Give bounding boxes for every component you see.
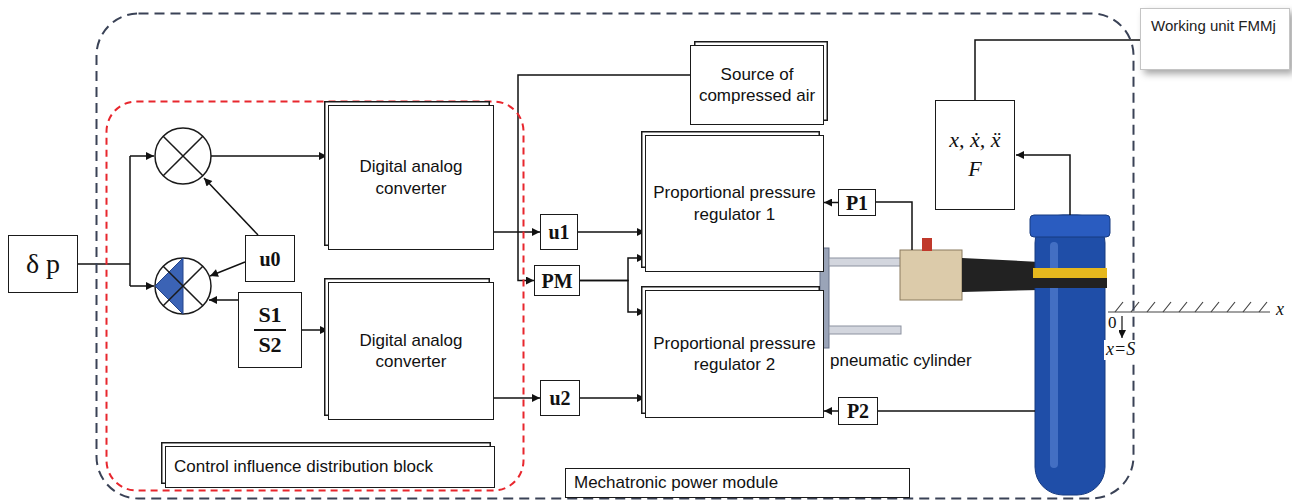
motion-wire: [1016, 155, 1070, 215]
region-title: Mechatronic power module: [574, 472, 778, 493]
box-label: Proportional pressure regulator 2: [652, 333, 817, 376]
converter-box: Digital analog converter: [328, 282, 494, 420]
signal-wire: [129, 156, 131, 286]
pressure-wire: [878, 410, 1035, 412]
signal-wire: [210, 262, 245, 276]
signal-box: PM: [534, 265, 580, 296]
input-signal-box: δ p: [8, 235, 78, 293]
box-label: Source of compressed air: [697, 64, 817, 107]
ratio-term: S1: [254, 303, 285, 331]
regulator-box: Proportional pressure regulator 1: [645, 135, 824, 272]
guide-rod: [829, 326, 901, 334]
regulator-box: Proportional pressure regulator 2: [645, 290, 824, 418]
dashed-border: [107, 102, 524, 491]
signal-box: P2: [838, 397, 878, 425]
cylinder-block: [900, 250, 962, 300]
gripper-band: [1033, 268, 1107, 278]
signal-box: P1: [838, 189, 876, 216]
signal-name: u1: [548, 221, 569, 243]
signal-box: u0: [245, 235, 295, 282]
guide-rod: [829, 258, 901, 266]
gripped-tube: [1035, 215, 1105, 495]
signal-name: δ p: [26, 249, 60, 280]
signal-wire: [209, 299, 238, 301]
connector: [975, 40, 1140, 100]
signal-name: PM: [541, 270, 572, 292]
region-label-frame: Control influence distribution block: [165, 446, 495, 488]
tube-rim: [1030, 215, 1110, 237]
position-axis: [1108, 302, 1270, 338]
cylinder-fitting: [922, 238, 932, 251]
pressure-wire: [876, 202, 912, 250]
signal-name: u2: [549, 387, 570, 409]
connector: [580, 258, 645, 281]
part-label: pneumatic cylinder: [828, 350, 974, 371]
pneumatic-cylinder-illustration: [820, 215, 1110, 495]
signal-wire: [211, 155, 327, 157]
connector: [302, 329, 328, 331]
signal-wire: [78, 263, 130, 265]
box-label: Digital analog converter: [335, 330, 487, 373]
axis-hatching: [1115, 302, 1267, 312]
region-title: Control influence distribution block: [174, 456, 433, 477]
power-module-region: Mechatronic power module Control influenc…: [95, 12, 1135, 500]
dashed-border: [97, 14, 1134, 499]
signal-name: u0: [259, 248, 280, 270]
box-label: Working unit FMMj: [1151, 17, 1276, 36]
state-variable: F: [968, 155, 981, 184]
connector: [824, 202, 838, 204]
box-label: Proportional pressure regulator 1: [652, 182, 817, 225]
axis-arrow: [1121, 316, 1122, 338]
converter-box: Digital analog converter: [328, 105, 494, 250]
gripper-band: [1033, 278, 1107, 288]
ratio-term: S2: [258, 333, 281, 357]
multiplier-circle: [155, 258, 211, 314]
connector: [494, 231, 540, 233]
connector: [494, 397, 540, 399]
gripper-arm: [962, 258, 1040, 292]
signal-wire: [204, 178, 258, 235]
multiplier-symbols: [155, 128, 211, 314]
box-label: Digital analog converter: [335, 156, 487, 199]
working-unit-box: Working unit FMMj: [1140, 8, 1290, 70]
state-variable: x, ẋ, ẍ: [949, 126, 1000, 155]
signal-wire: [130, 155, 154, 157]
axis-position-label: x=S: [1104, 340, 1137, 360]
signal-name: P2: [847, 400, 869, 422]
multiplier-cross: [163, 266, 203, 306]
signal-name: P1: [846, 192, 868, 214]
multiplier-cross: [163, 136, 203, 176]
air-source-box: Source of compressed air: [690, 45, 824, 125]
ratio-box: S1S2: [238, 292, 302, 368]
signal-box: u1: [540, 214, 578, 250]
axis-line: [1108, 311, 1270, 312]
signal-box: u2: [540, 380, 580, 416]
connector: [578, 231, 645, 233]
axis-label: x: [1274, 300, 1286, 320]
region-label-frame: Mechatronic power module: [565, 468, 910, 498]
distribution-block-region: Control influence distribution block u0S1…: [105, 100, 525, 492]
connector: [580, 281, 645, 313]
signal-wire: [130, 285, 154, 287]
connector: [824, 410, 838, 412]
motion-state-box: x, ẋ, ẍF: [935, 100, 1015, 210]
axis-origin: 0: [1106, 314, 1119, 333]
connector: [580, 397, 645, 399]
inverter-triangle: [155, 258, 183, 314]
multiplier-circle: [155, 128, 211, 184]
